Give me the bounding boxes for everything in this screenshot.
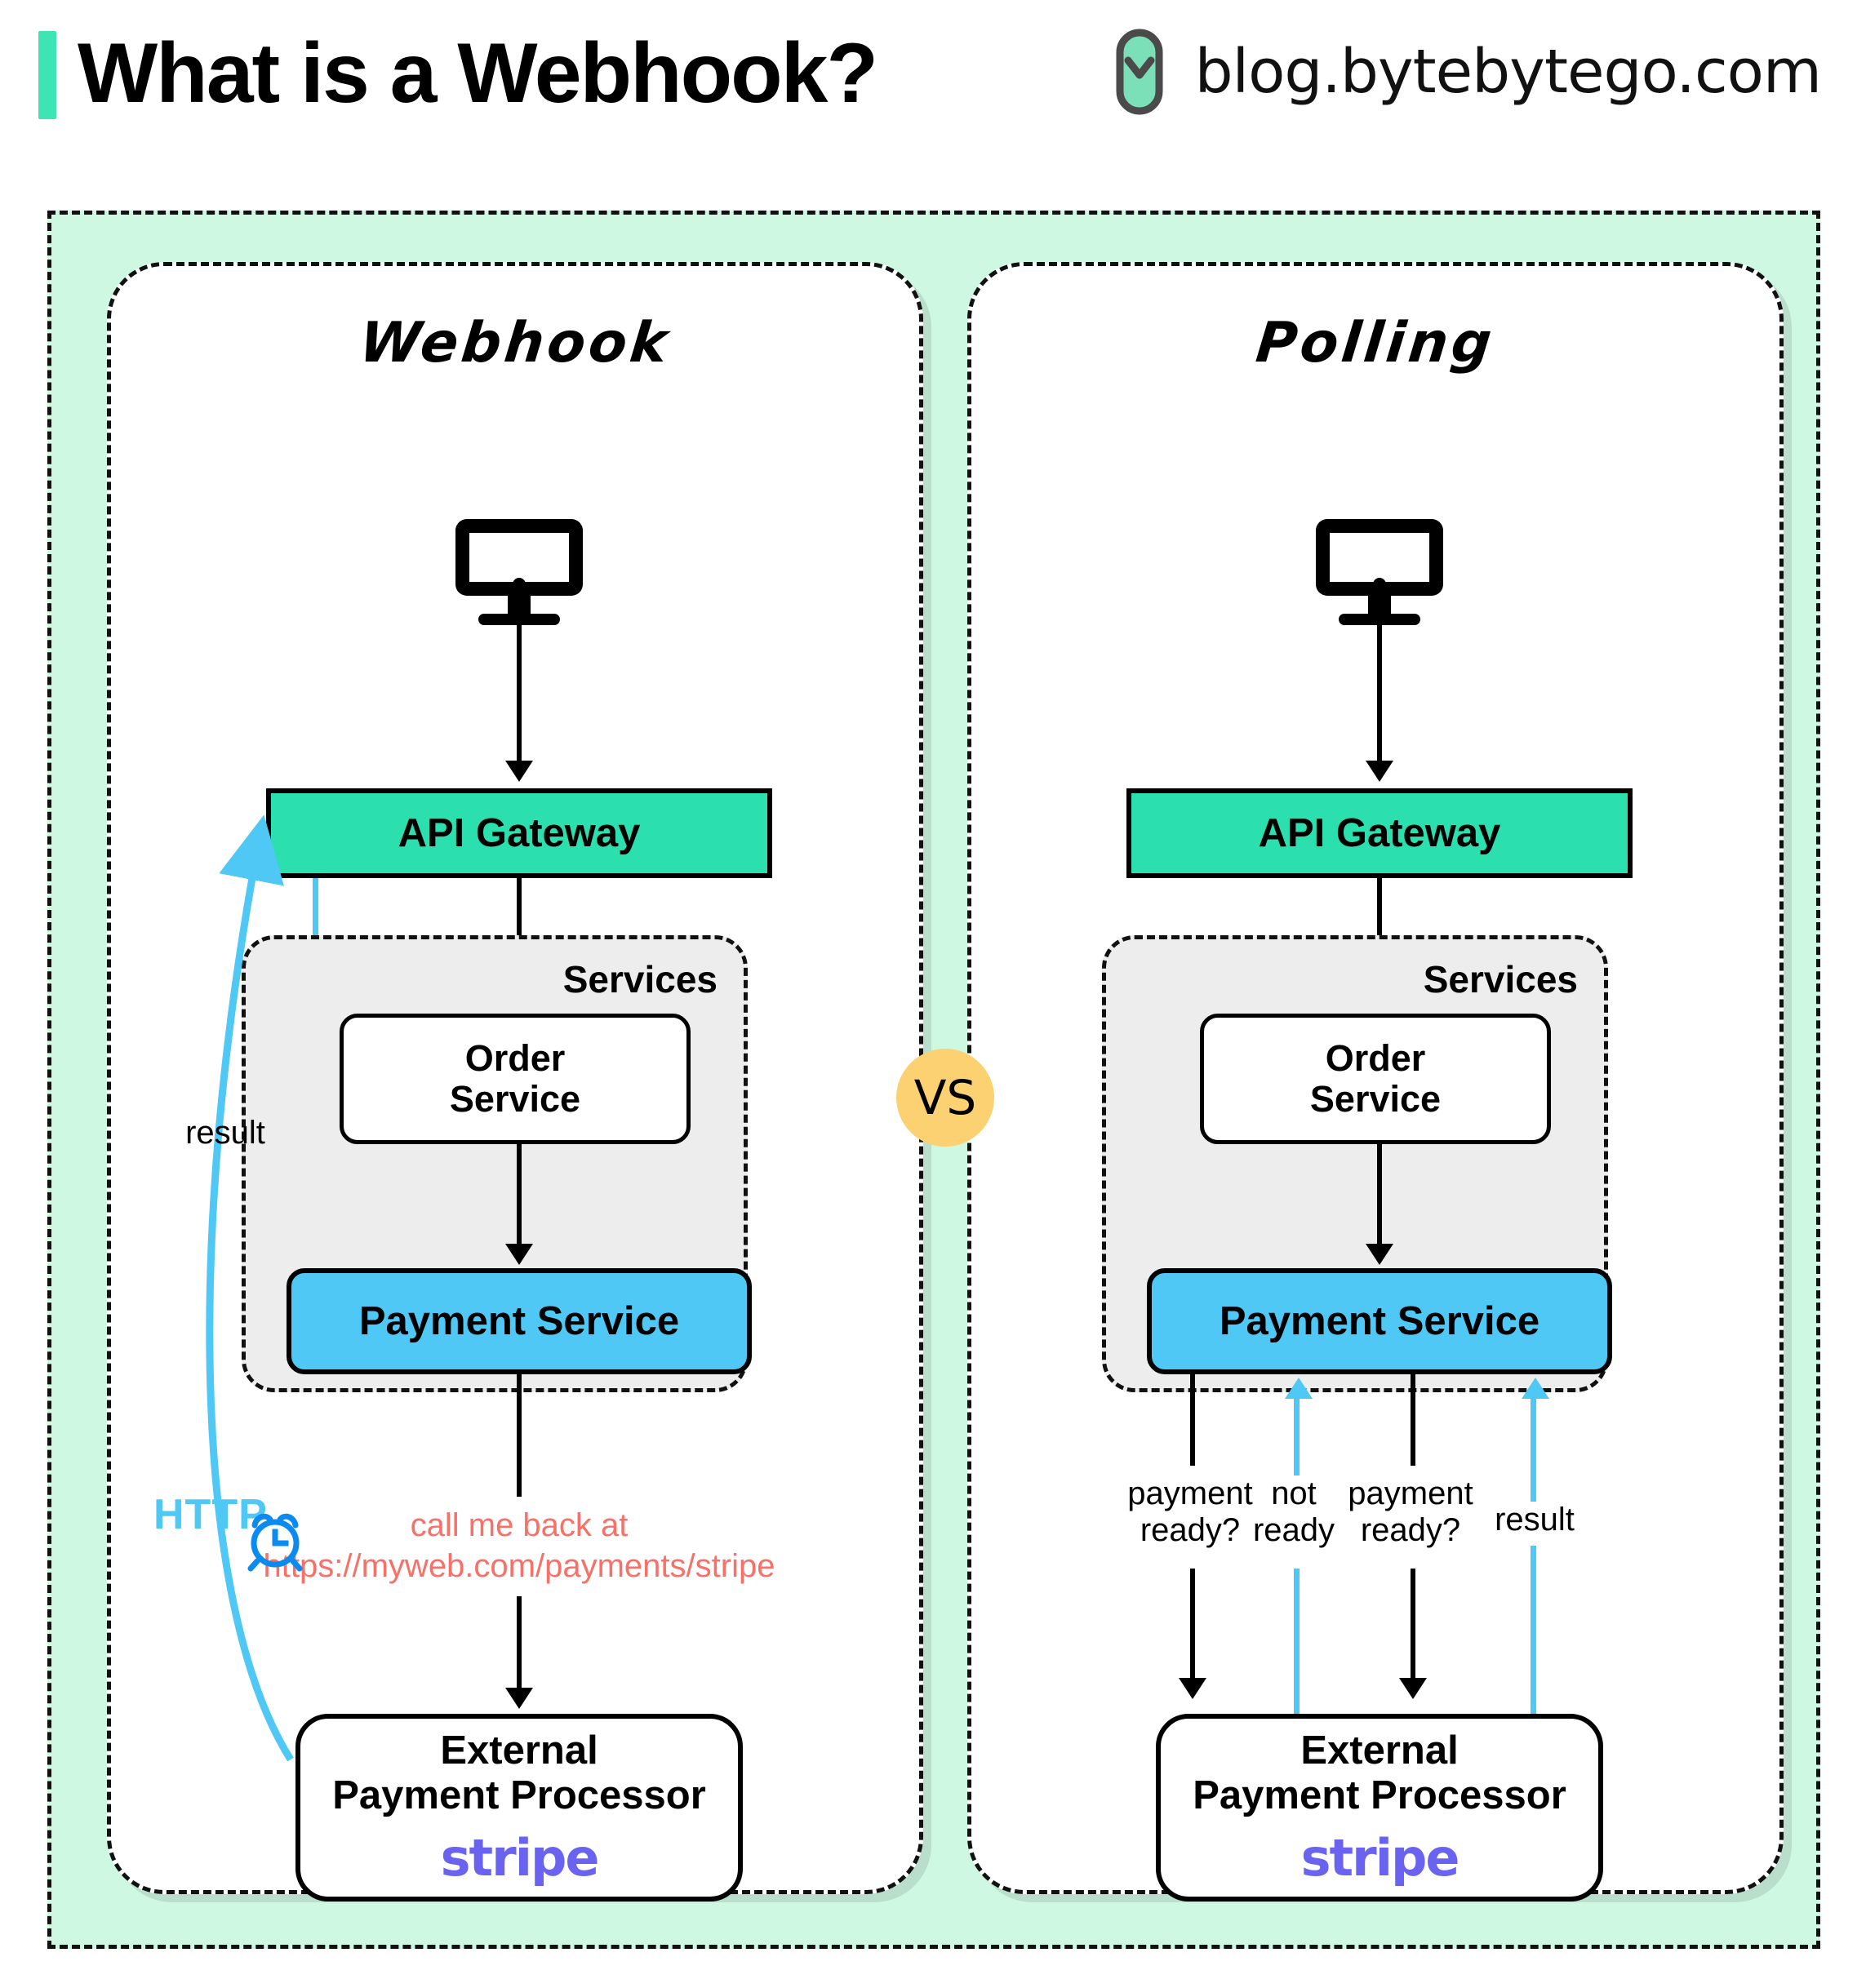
edge-client-to-gateway-polling bbox=[1377, 625, 1382, 765]
edge-order-to-payment bbox=[517, 1144, 522, 1250]
external-payment-processor-box-webhook[interactable]: External Payment Processor stripe bbox=[295, 1714, 743, 1901]
edge-payment-to-processor-top bbox=[517, 1374, 522, 1497]
page-header: What is a Webhook? blog.bytebytego.com bbox=[0, 0, 1866, 204]
services-group-label-polling: Services bbox=[1423, 958, 1578, 1001]
arrowhead-order-to-payment-polling bbox=[1366, 1244, 1393, 1265]
services-group-label: Services bbox=[562, 958, 718, 1001]
arrowhead-poll4 bbox=[1522, 1378, 1549, 1399]
title-accent-bar bbox=[38, 31, 56, 119]
poll3-line1: payment bbox=[1348, 1475, 1473, 1511]
edge-order-to-payment-polling bbox=[1377, 1144, 1382, 1250]
edge-poll4-bottom bbox=[1531, 1546, 1536, 1714]
poll1-line2: ready? bbox=[1140, 1511, 1241, 1548]
poll1-label: payment ready? bbox=[1108, 1475, 1272, 1549]
order-service-line1: Order bbox=[464, 1036, 566, 1079]
bytebytego-logo-icon bbox=[1115, 29, 1174, 115]
panel-polling-title: Polling bbox=[1253, 311, 1498, 375]
edge-poll1-bottom bbox=[1190, 1569, 1195, 1684]
edge-poll3-bottom bbox=[1411, 1569, 1415, 1684]
arrowhead-payment-to-processor bbox=[505, 1688, 533, 1709]
arrowhead-client-to-gateway bbox=[505, 761, 533, 782]
result-label-webhook: result bbox=[185, 1115, 265, 1151]
arrowhead-client-to-gateway-polling bbox=[1366, 761, 1393, 782]
brand-block: blog.bytebytego.com bbox=[1115, 29, 1822, 115]
processor-line2: Payment Processor bbox=[332, 1773, 706, 1818]
edge-payment-to-processor-bottom bbox=[517, 1596, 522, 1694]
callback-line2: https://myweb.com/payments/stripe bbox=[263, 1548, 775, 1584]
panel-webhook-title: Webhook bbox=[356, 311, 674, 375]
brand-url: blog.bytebytego.com bbox=[1194, 37, 1822, 107]
processor-line2-polling: Payment Processor bbox=[1193, 1773, 1566, 1818]
poll2-line1: not bbox=[1271, 1475, 1317, 1511]
poll3-label: payment ready? bbox=[1329, 1475, 1492, 1549]
edge-poll3-top bbox=[1411, 1374, 1415, 1466]
stripe-logo: stripe bbox=[440, 1828, 600, 1888]
client-monitor-icon bbox=[455, 519, 583, 625]
edge-poll1-top bbox=[1190, 1374, 1195, 1466]
callback-label: call me back at https://myweb.com/paymen… bbox=[111, 1505, 927, 1586]
vs-badge: VS bbox=[896, 1049, 994, 1147]
client-monitor-icon-polling bbox=[1316, 519, 1443, 625]
api-gateway-box-polling[interactable]: API Gateway bbox=[1126, 788, 1633, 878]
processor-line1-polling: External bbox=[1300, 1728, 1459, 1773]
stripe-logo-polling: stripe bbox=[1300, 1828, 1460, 1888]
http-label: HTTP bbox=[153, 1491, 268, 1538]
order-service-box-polling[interactable]: Order Service bbox=[1200, 1014, 1551, 1144]
arrowhead-poll3 bbox=[1399, 1678, 1427, 1699]
api-gateway-box[interactable]: API Gateway bbox=[266, 788, 772, 878]
poll2-line2: ready bbox=[1252, 1511, 1335, 1548]
diagram-canvas: Webhook API Gateway Services Order Servi… bbox=[47, 211, 1820, 1949]
poll2-label: not ready bbox=[1233, 1475, 1355, 1549]
order-service-line1-polling: Order bbox=[1325, 1036, 1426, 1079]
callback-line1: call me back at bbox=[410, 1507, 629, 1543]
panel-webhook: Webhook API Gateway Services Order Servi… bbox=[107, 262, 923, 1901]
edge-client-to-gateway bbox=[517, 625, 522, 765]
poll4-label: result bbox=[1495, 1502, 1575, 1538]
payment-service-box-polling[interactable]: Payment Service bbox=[1147, 1268, 1612, 1374]
order-service-line2-polling: Service bbox=[1309, 1078, 1442, 1120]
poll1-line1: payment bbox=[1127, 1475, 1253, 1511]
payment-service-box-webhook[interactable]: Payment Service bbox=[287, 1268, 752, 1374]
arrowhead-order-to-payment bbox=[505, 1244, 533, 1265]
order-service-line2: Service bbox=[449, 1078, 581, 1120]
edge-poll4-top bbox=[1531, 1397, 1536, 1502]
panel-polling: Polling API Gateway Services Order Servi… bbox=[967, 262, 1784, 1901]
poll3-line2: ready? bbox=[1360, 1511, 1461, 1548]
arrowhead-poll2 bbox=[1285, 1378, 1313, 1399]
external-payment-processor-box-polling[interactable]: External Payment Processor stripe bbox=[1156, 1714, 1603, 1901]
page-title: What is a Webhook? bbox=[78, 26, 878, 121]
arrowhead-poll1 bbox=[1179, 1678, 1206, 1699]
order-service-box-webhook[interactable]: Order Service bbox=[340, 1014, 691, 1144]
edge-poll2-top bbox=[1294, 1397, 1300, 1475]
edge-poll2-bottom bbox=[1294, 1569, 1300, 1714]
alarm-clock-icon bbox=[243, 1508, 307, 1572]
processor-line1: External bbox=[440, 1728, 598, 1773]
